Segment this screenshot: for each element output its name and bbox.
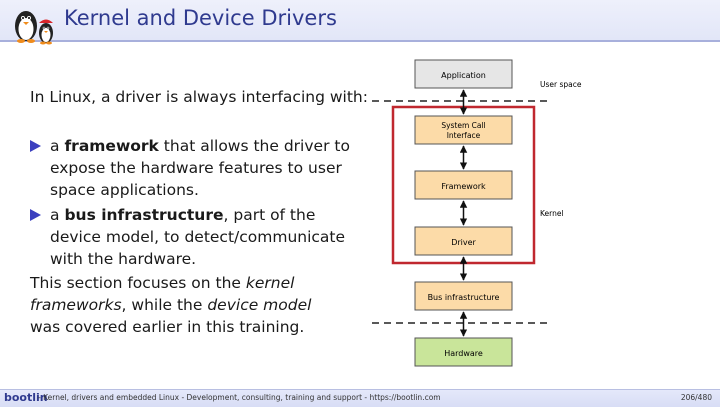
footer-brand: bootlin	[4, 391, 48, 404]
driver-box	[414, 226, 513, 256]
header-divider	[0, 40, 720, 42]
intro-text: In Linux, a driver is always interfacing…	[30, 88, 368, 106]
application-label: Application	[441, 71, 486, 80]
bullet-triangle-icon	[30, 209, 41, 221]
slide-footer: bootlin - Kernel, drivers and embedded L…	[0, 389, 720, 407]
framework-box	[414, 170, 513, 200]
framework-label: Framework	[441, 182, 486, 191]
hardware-label: Hardware	[444, 349, 483, 358]
slide-title: Kernel and Device Drivers	[64, 6, 337, 30]
bus-infrastructure-label: Bus infrastructure	[428, 293, 500, 302]
page-number: 206/480	[680, 393, 712, 402]
syscall-label-line2: Interface	[447, 131, 481, 140]
bullet-bold-term: bus infrastructure	[64, 206, 224, 224]
slide-header	[0, 0, 720, 40]
closing-paragraph: This section focuses on the kernel frame…	[30, 274, 312, 336]
hardware-box	[414, 337, 513, 367]
driver-label: Driver	[451, 238, 476, 247]
bullet-text: a bus infrastructure, part of the device…	[50, 206, 346, 268]
bullet-bold-term: framework	[64, 137, 159, 155]
user-space-label: User space	[540, 80, 582, 89]
penguin-mascot-logo	[15, 11, 53, 45]
footer-text: - Kernel, drivers and embedded Linux - D…	[38, 393, 441, 402]
kernel-label: Kernel	[540, 209, 564, 218]
bus-infrastructure-box	[414, 281, 513, 311]
syscall-label-line1: System Call	[441, 121, 485, 130]
driver-stack-diagram: Application System Call Interface Framew…	[372, 59, 582, 367]
application-box	[414, 59, 513, 89]
bullet-triangle-icon	[30, 140, 41, 152]
system-call-interface-box	[414, 115, 513, 145]
bullet-text: a framework that allows the driver to ex…	[50, 137, 350, 199]
